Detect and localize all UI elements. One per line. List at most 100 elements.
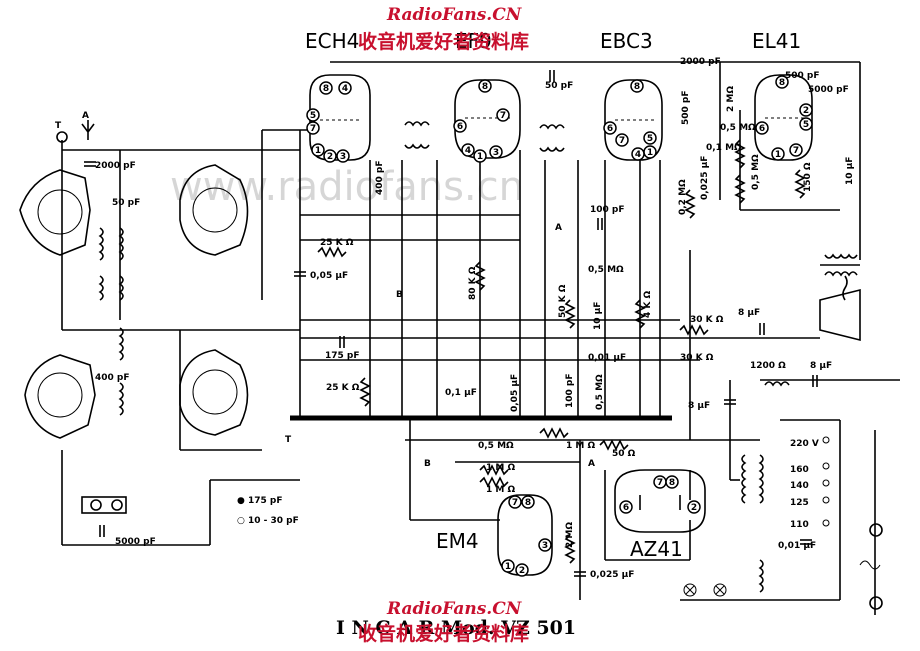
model-caption: I N C A R Mod. VZ 501 — [336, 617, 576, 639]
label-v125: 125 — [790, 498, 809, 508]
label-c-8uf-c: 8 µF — [688, 401, 710, 411]
label-c-10uf: 10 µF — [845, 157, 855, 185]
label-r-150: 150 Ω — [803, 162, 813, 192]
svg-text:5: 5 — [803, 120, 809, 130]
label-r-2m: 2 MΩ — [726, 86, 736, 112]
capacitors — [84, 70, 818, 577]
label-ground-t: T — [285, 435, 292, 445]
tube-ech4 — [309, 74, 371, 161]
svg-text:6: 6 — [457, 122, 463, 132]
svg-text:2: 2 — [691, 503, 697, 513]
svg-text:7: 7 — [310, 124, 316, 134]
label-r-05m-bot: 0,5 MΩ — [478, 441, 514, 451]
label-r-50: 50 Ω — [612, 449, 636, 459]
watermark-site-bottom: RadioFans.CN — [386, 599, 523, 619]
svg-text:1: 1 — [775, 150, 781, 160]
label-c-10uf-mid: 10 µF — [593, 302, 603, 330]
svg-text:7: 7 — [793, 146, 799, 156]
label-pt-b-bot: B — [424, 459, 431, 469]
faint-watermark: www.radiofans.cn — [170, 164, 524, 210]
label-r-50k: 50 K Ω — [558, 284, 568, 318]
watermark-cn-bottom: 收音机爱好者资料库 — [358, 622, 529, 645]
svg-text:5: 5 — [310, 111, 316, 121]
svg-text:7: 7 — [512, 498, 518, 508]
tube-az41 — [614, 469, 706, 533]
loudspeaker — [819, 253, 861, 342]
svg-text:1: 1 — [315, 146, 321, 156]
label-c-175pf: 175 pF — [325, 351, 360, 361]
label-c-8uf-b: 8 µF — [810, 361, 832, 371]
label-r-80k: 80 K Ω — [468, 266, 478, 300]
label-r-05m-mid: 0,5 MΩ — [588, 265, 624, 275]
label-c-5000pf-bot: 5000 pF — [115, 537, 156, 547]
label-r-4k: 4 K Ω — [643, 290, 653, 318]
svg-text:7: 7 — [500, 111, 506, 121]
tube-label-ebc3: EBC3 — [600, 29, 653, 53]
label-c-01uf: 0,1 µF — [445, 388, 477, 398]
label-r-25k-top: 25 K Ω — [320, 238, 354, 248]
label-c-50pf-top: 50 pF — [545, 81, 573, 91]
label-c-400pf: 400 pF — [375, 160, 385, 195]
wavechange-switches — [19, 164, 249, 439]
wiring — [61, 61, 900, 615]
label-c-2000pf-r: 2000 pF — [680, 57, 721, 67]
svg-text:2: 2 — [803, 106, 809, 116]
svg-text:3: 3 — [542, 541, 548, 551]
label-antenna-a: A — [82, 111, 89, 121]
tube-label-ech4: ECH4 — [305, 29, 359, 53]
label-c-5000pf-r: 5000 pF — [808, 85, 849, 95]
label-c-001-r: 0,01 µF — [778, 541, 816, 551]
svg-text:7: 7 — [657, 478, 663, 488]
label-c-100pf-v: 100 pF — [565, 373, 575, 408]
label-r-05m-v: 0,5 MΩ — [595, 374, 605, 410]
label-c-400pf-l: 400 pF — [95, 373, 130, 383]
svg-text:4: 4 — [635, 150, 641, 160]
label-v220: 220 V — [790, 439, 819, 449]
label-r-02m: 0,2 MΩ — [678, 179, 688, 215]
svg-text:8: 8 — [779, 78, 785, 88]
label-v110: 110 — [790, 520, 809, 530]
label-c-0025-bot: 0,025 µF — [590, 570, 634, 580]
label-pt-a-bot: A — [588, 459, 595, 469]
svg-text:5: 5 — [647, 134, 653, 144]
label-c-0025: 0,025 µF — [700, 156, 710, 200]
label-v160: 160 — [790, 465, 809, 475]
svg-text:8: 8 — [669, 478, 675, 488]
label-r-1m-a: 1 M Ω — [486, 463, 515, 473]
svg-text:6: 6 — [623, 503, 629, 513]
tube-label-ef9: EF9 — [455, 29, 492, 53]
svg-text:2: 2 — [519, 566, 525, 576]
svg-text:6: 6 — [607, 124, 613, 134]
svg-text:1: 1 — [647, 148, 653, 158]
label-r-1m-b: 1 M Ω — [486, 485, 515, 495]
label-c-100pf-mid: 100 pF — [590, 205, 625, 215]
label-r-2m-bot: 2 MΩ — [565, 522, 575, 548]
label-c-8uf-a: 8 µF — [738, 308, 760, 318]
svg-text:1: 1 — [477, 152, 483, 162]
label-r-30k-a: 30 K Ω — [690, 315, 724, 325]
label-r-25k-mid: 25 K Ω — [326, 383, 360, 393]
tube-el41 — [754, 74, 813, 161]
label-c-500pf-v: 500 pF — [681, 90, 691, 125]
watermark-site-top: RadioFans.CN — [386, 5, 523, 25]
label-pt-b: B — [396, 290, 403, 300]
tube-ebc3 — [604, 79, 663, 161]
label-antenna-t: T — [55, 121, 62, 131]
label-pt-a-mid: A — [555, 223, 562, 233]
label-r-01m: 0,1 MΩ — [706, 143, 742, 153]
tube-label-az41: AZ41 — [630, 537, 683, 561]
svg-text:6: 6 — [759, 124, 765, 134]
svg-text:7: 7 — [619, 136, 625, 146]
legend-10-30pf: ○ 10 - 30 pF — [237, 516, 299, 526]
label-c-50pf-l: 50 pF — [112, 198, 140, 208]
svg-text:3: 3 — [493, 148, 499, 158]
label-c-500pf-r: 500 pF — [785, 71, 820, 81]
tube-label-el41: EL41 — [752, 29, 801, 53]
watermark-cn-top: 收音机爱好者资料库 — [358, 30, 529, 53]
mains-section — [683, 436, 883, 610]
label-r-30k-b: 30 K Ω — [680, 353, 714, 363]
coils — [98, 121, 790, 593]
label-c-005-top: 0,05 µF — [310, 271, 348, 281]
svg-text:8: 8 — [323, 84, 329, 94]
